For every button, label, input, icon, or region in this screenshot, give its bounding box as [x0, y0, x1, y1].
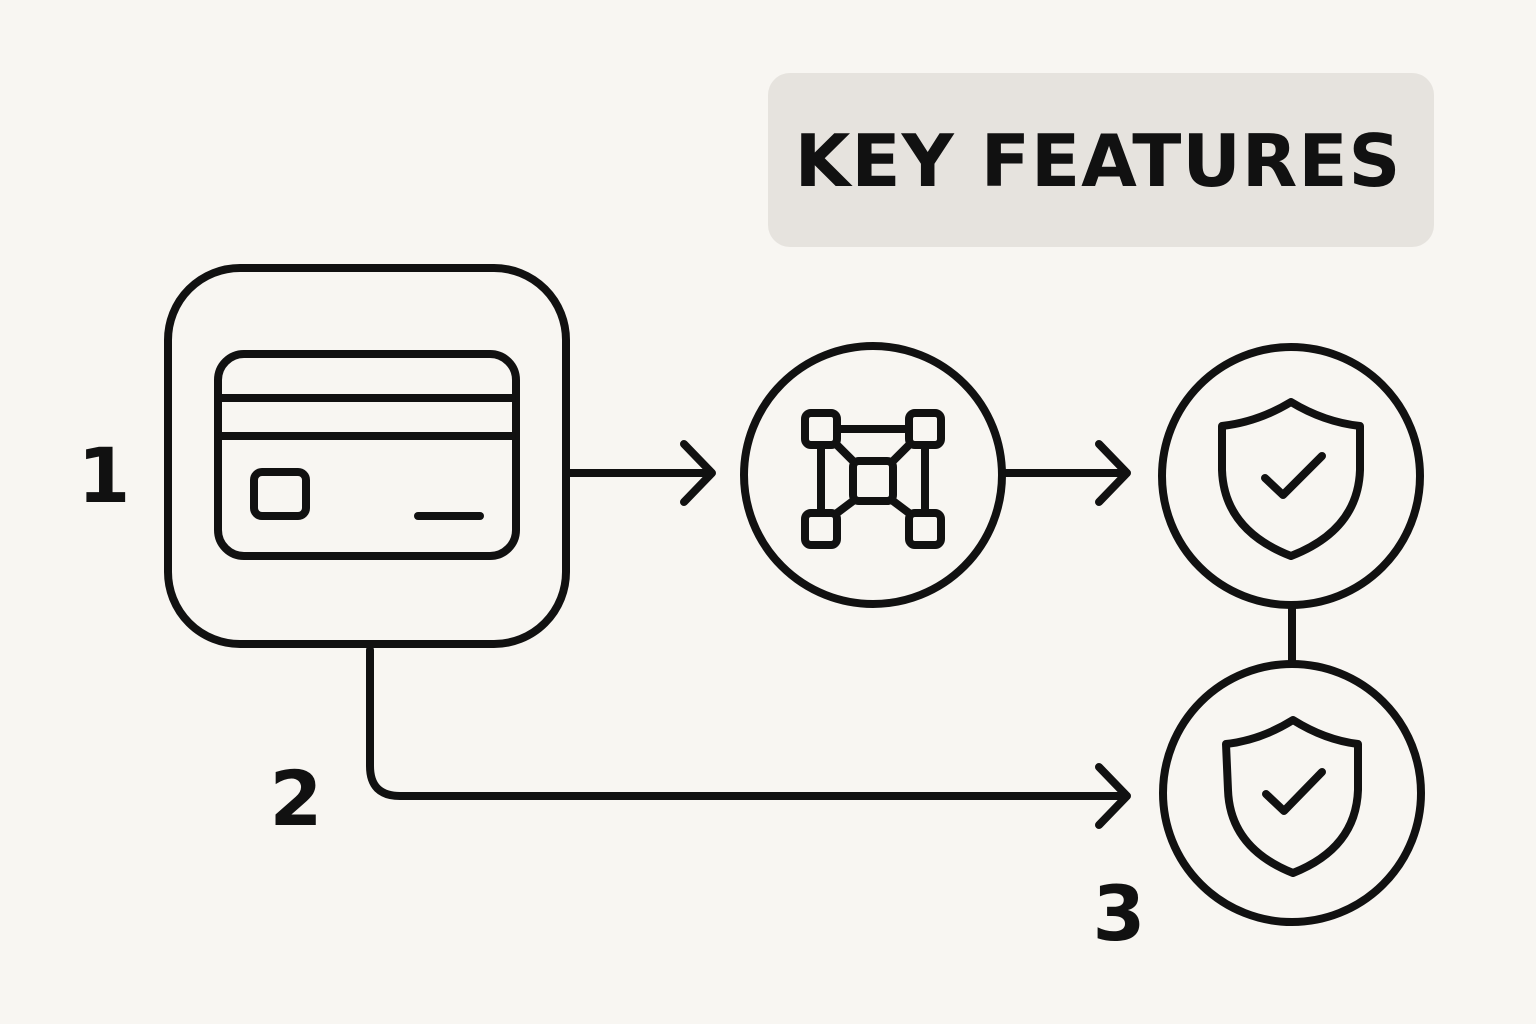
- step-label-3: 3: [1093, 869, 1146, 958]
- shield-top-node: [1158, 343, 1424, 609]
- shield-bottom-node: [1159, 660, 1425, 926]
- arrow-card-to-shield-bottom: [366, 646, 1131, 829]
- title-text: KEY FEATURES: [795, 119, 1402, 203]
- card-node: [164, 264, 570, 648]
- credit-card-icon: [214, 350, 520, 560]
- title-box: KEY FEATURES: [768, 73, 1434, 247]
- arrow-network-to-shield: [1001, 440, 1131, 506]
- shield-check-icon: [1222, 716, 1362, 877]
- network-nodes-icon: [801, 409, 945, 549]
- shield-top-circle: [1158, 343, 1424, 609]
- card-node-frame: [164, 264, 570, 648]
- network-node-circle: [740, 342, 1006, 608]
- shield-bottom-circle: [1159, 660, 1425, 926]
- network-node: [740, 342, 1006, 608]
- shield-check-icon: [1218, 398, 1364, 560]
- step-label-1: 1: [78, 431, 131, 520]
- connectors: [366, 440, 1296, 829]
- title-box-background: [768, 73, 1434, 247]
- step-label-2: 2: [270, 754, 323, 843]
- arrow-card-to-network: [564, 440, 716, 506]
